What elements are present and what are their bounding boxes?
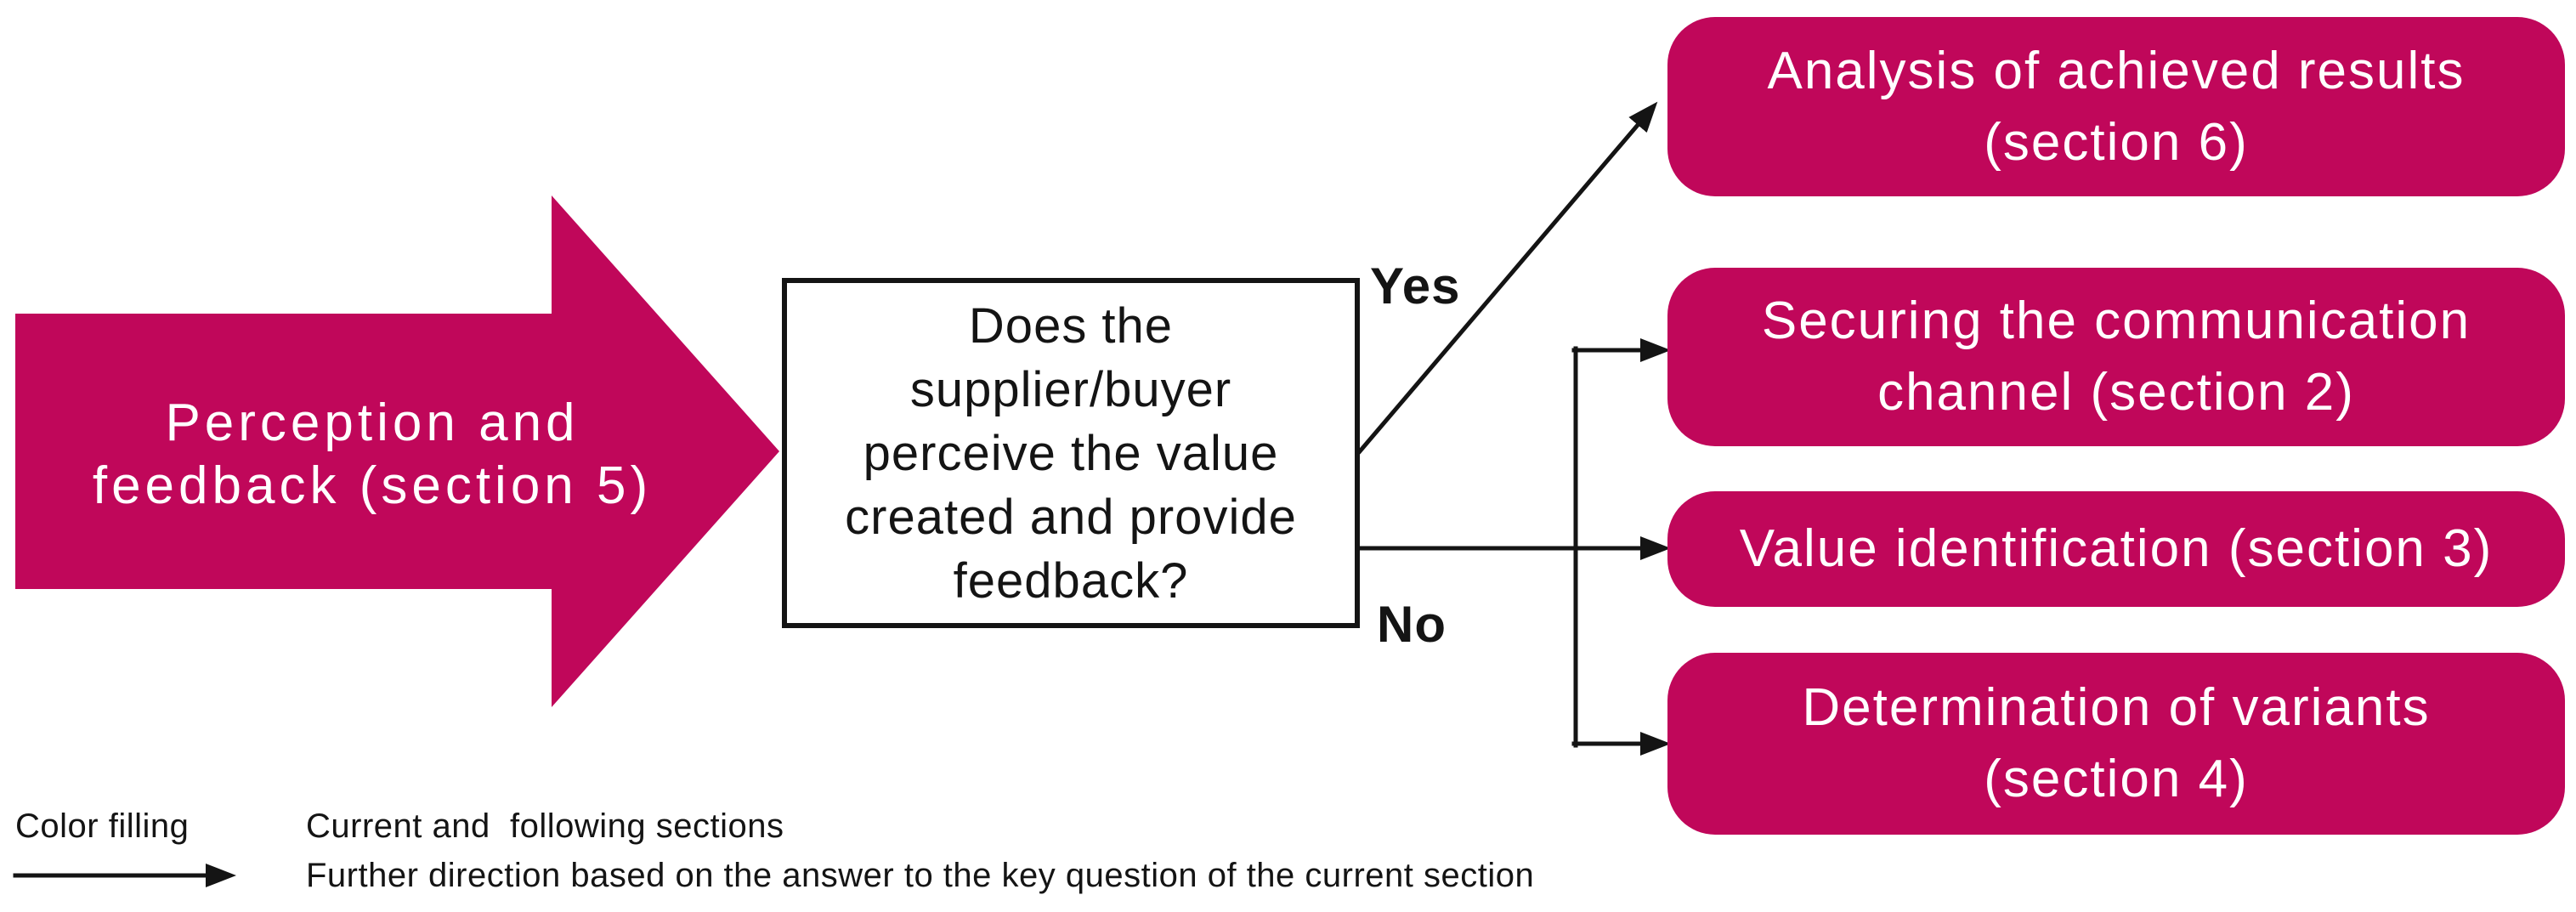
legend-arrow-description: Further direction based on the answer to… <box>306 857 1535 894</box>
outcome-box-determination-of-variants: Determination of variants (section 4) <box>1667 653 2565 835</box>
decision-line: created and provide <box>845 489 1297 545</box>
outcome-line: Analysis of achieved results <box>1767 41 2466 100</box>
outcome-line: Securing the communication <box>1761 292 2471 350</box>
decision-question-box: Does the supplier/buyer perceive the val… <box>782 278 1360 628</box>
legend-color-filling-description: Current and following sections <box>306 807 784 845</box>
decision-line: supplier/buyer <box>909 361 1232 417</box>
outcome-box-securing-communication-channel: Securing the communication channel (sect… <box>1667 268 2565 446</box>
process-arrow-line: feedback (section 5) <box>92 456 653 515</box>
outcome-box-value-identification: Value identification (section 3) <box>1667 491 2565 607</box>
process-arrow-line: Perception and <box>165 394 580 452</box>
connector-yes-diagonal <box>1356 101 1658 455</box>
no-branch-label: No <box>1377 596 1447 653</box>
outcome-line: (section 6) <box>1984 112 2249 172</box>
process-arrow-label: Perception and feedback (section 5) <box>15 365 729 544</box>
decision-line: perceive the value <box>863 425 1279 481</box>
outcome-box-analysis-of-achieved-results: Analysis of achieved results (section 6) <box>1667 17 2565 196</box>
outcome-line: Value identification (section 3) <box>1739 519 2494 578</box>
legend-color-filling-label: Color filling <box>15 807 190 845</box>
outcome-line: (section 4) <box>1984 750 2249 808</box>
outcome-line: channel (section 2) <box>1877 363 2355 422</box>
decision-line: Does the <box>968 297 1174 354</box>
decision-line: feedback? <box>953 552 1189 609</box>
yes-branch-label: Yes <box>1370 258 1461 314</box>
outcome-line: Determination of variants <box>1802 678 2431 737</box>
process-arrow-shape <box>15 195 779 707</box>
